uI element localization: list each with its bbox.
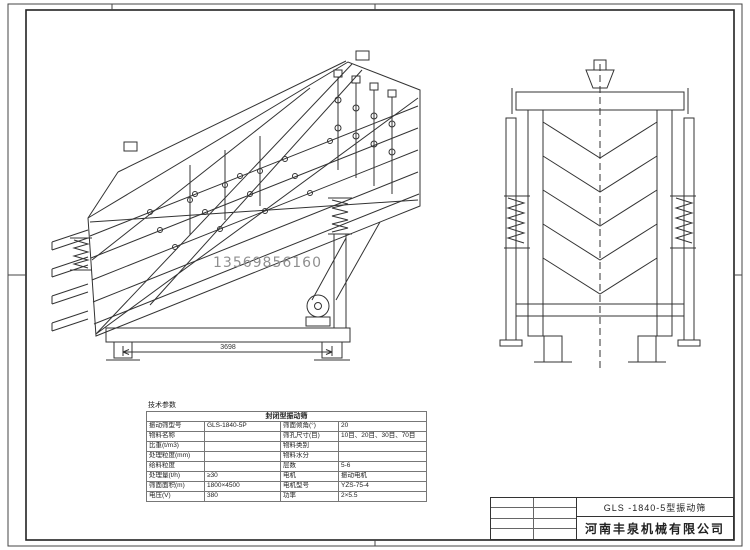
title-block-cell <box>533 498 576 509</box>
right-leg <box>314 341 350 361</box>
spec-label: 筛面面积(m) <box>146 481 205 492</box>
discharge-spouts <box>51 229 89 332</box>
drawing-border <box>7 3 743 547</box>
top-beam-caps <box>511 88 689 114</box>
spec-label: 振动筛型号 <box>146 421 205 432</box>
spec-row: 电压(V) 380 功率 2×5.5 <box>146 491 427 502</box>
side-view: 3698 <box>51 50 421 361</box>
spec-label: 功率 <box>280 491 339 502</box>
spec-row: 给料粒度 层数 5-6 <box>146 461 427 472</box>
spec-value: GLS-1840-5P <box>204 421 281 432</box>
title-block: GLS -1840-5型振动筛 河南丰泉机械有限公司 <box>490 497 734 540</box>
base-beam <box>105 327 351 343</box>
spec-table-area: 技术参数 封闭型振动筛 振动筛型号 GLS-1840-5P 筛面倾角(°) 20… <box>146 402 427 502</box>
spec-label: 处理粒度(mm) <box>146 451 205 462</box>
spec-value: 2×5.5 <box>338 491 427 502</box>
spec-value: 振动电机 <box>338 471 427 482</box>
spec-value: 10目、20目、30目、70目 <box>338 431 427 442</box>
right-leg <box>628 335 666 363</box>
spec-table: 封闭型振动筛 振动筛型号 GLS-1840-5P 筛面倾角(°) 20 物料名称… <box>146 411 427 502</box>
spec-value: 1800×4500 <box>204 481 281 492</box>
spec-label: 层数 <box>280 461 339 472</box>
spec-row: 比重(t/m3) 物料类别 <box>146 441 427 452</box>
spec-row: 物料名称 筛孔尺寸(目) 10目、20目、30目、70目 <box>146 431 427 442</box>
spring-left-icon <box>504 195 530 249</box>
spec-label: 电机型号 <box>280 481 339 492</box>
title-block-cell <box>491 518 534 529</box>
spec-value <box>204 461 281 472</box>
spring-right-icon <box>670 195 696 249</box>
title-block-grid <box>491 498 577 539</box>
spec-label: 筛面倾角(°) <box>280 421 339 432</box>
watermark-phone: 13569856160 <box>213 255 322 271</box>
title-block-cell <box>491 528 534 539</box>
right-column <box>656 109 673 337</box>
hood-lines <box>87 60 347 219</box>
title-block-right: GLS -1840-5型振动筛 河南丰泉机械有限公司 <box>577 498 733 539</box>
deck-lines <box>89 105 420 325</box>
deck-holes <box>147 138 333 250</box>
inlet-hopper <box>585 69 615 89</box>
spec-header-row: 封闭型振动筛 <box>146 411 427 422</box>
spec-label: 电机 <box>280 471 339 482</box>
spec-row: 处理量(t/h) ≥30 电机 振动电机 <box>146 471 427 482</box>
title-block-cell <box>491 508 534 519</box>
spec-value <box>204 451 281 462</box>
bolt-assemblies <box>333 69 397 194</box>
spec-value <box>204 431 281 442</box>
spec-label: 筛孔尺寸(目) <box>280 431 339 442</box>
spec-label: 电压(V) <box>146 491 205 502</box>
spec-value <box>204 441 281 452</box>
spec-label: 物料水分 <box>280 451 339 462</box>
lifting-lug-icon <box>355 50 370 61</box>
spec-value <box>338 441 427 452</box>
company-name: 河南丰泉机械有限公司 <box>584 521 725 536</box>
title-block-cell <box>533 508 576 519</box>
spec-label: 处理量(t/h) <box>146 471 205 482</box>
spec-table-title: 技术参数 <box>148 402 176 409</box>
left-leg <box>534 335 572 363</box>
spec-value <box>338 451 427 462</box>
spec-label: 物料名称 <box>146 431 205 442</box>
spec-label: 给料粒度 <box>146 461 205 472</box>
title-block-cell <box>491 498 534 509</box>
dimension-label: 3698 <box>220 344 236 351</box>
title-block-cell <box>533 519 576 529</box>
outer-posts <box>499 117 701 347</box>
left-leg <box>106 341 140 361</box>
discharge-funnel <box>311 221 381 301</box>
screen-body-outline <box>87 61 421 337</box>
mid-bolts <box>187 136 263 235</box>
spec-header: 封闭型振动筛 <box>146 411 427 422</box>
spec-value: YZS-75-4 <box>338 481 427 492</box>
spec-label: 比重(t/m3) <box>146 441 205 452</box>
spec-row: 处理粒度(mm) 物料水分 <box>146 451 427 462</box>
top-beam <box>515 91 685 111</box>
spec-row: 振动筛型号 GLS-1840-5P 筛面倾角(°) 20 <box>146 421 427 432</box>
brace-lines <box>89 63 419 335</box>
spec-label: 物料类别 <box>280 441 339 452</box>
spec-value: 5-6 <box>338 461 427 472</box>
drawing-title: GLS -1840-5型振动筛 <box>577 498 733 517</box>
deck-chevrons <box>542 121 658 295</box>
dimension: 3698 <box>122 344 333 356</box>
lifting-lug-icon <box>123 141 138 152</box>
title-block-cell <box>534 529 577 539</box>
spec-value: 380 <box>204 491 281 502</box>
left-column <box>527 109 544 337</box>
spec-value: ≥30 <box>204 471 281 482</box>
motor-icon <box>305 294 331 327</box>
spec-row: 筛面面积(m) 1800×4500 电机型号 YZS-75-4 <box>146 481 427 492</box>
end-view <box>499 59 701 372</box>
spec-value: 20 <box>338 421 427 432</box>
